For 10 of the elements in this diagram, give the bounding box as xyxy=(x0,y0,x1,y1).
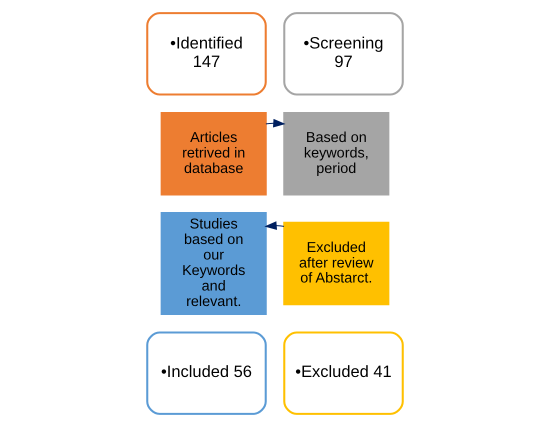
node-box: Based on keywords, period xyxy=(283,112,390,195)
node-box: •Identified 147 xyxy=(146,12,267,96)
node-box: Articles retrived in database xyxy=(160,112,267,195)
node-box: •Screening 97 xyxy=(283,12,404,96)
node-box: Studies based on our Keywords and relevant. xyxy=(160,211,267,314)
arrow xyxy=(266,118,286,128)
node-box: •Excluded 41 xyxy=(283,330,404,414)
arrow xyxy=(264,220,284,230)
node-box: •Included 56 xyxy=(146,330,267,414)
node-box: Excluded after review of Abstarct. xyxy=(283,221,390,305)
